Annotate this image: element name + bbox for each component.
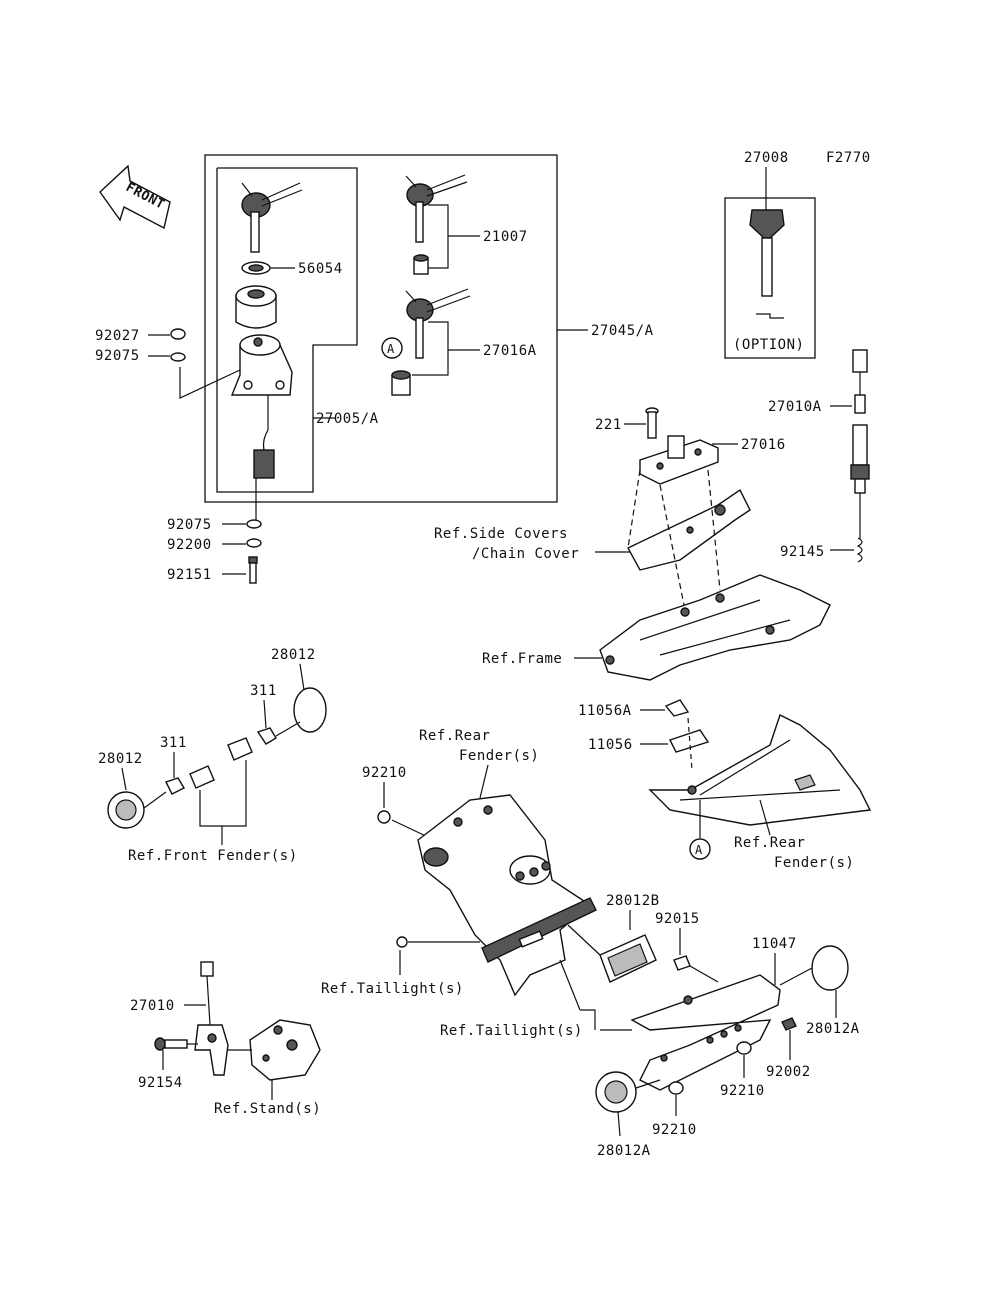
label-92154: 92154	[138, 1075, 183, 1091]
label-28012-b: 28012	[98, 751, 143, 767]
switch-27010A-icon	[850, 349, 870, 494]
bushing-right-icon	[227, 737, 253, 761]
seat-lock-cylinder-icon	[391, 370, 411, 396]
spring-92145-icon	[856, 537, 863, 563]
figure-code: F2770	[826, 150, 871, 166]
reflector-28012B-icon	[599, 934, 657, 983]
nut-311-b-icon	[165, 777, 185, 795]
label-92075-b: 92075	[167, 517, 212, 533]
bushing-left-icon	[189, 765, 215, 789]
frame-icon	[599, 574, 831, 681]
washer-92200-icon	[246, 538, 262, 548]
nut-92015-icon	[673, 955, 691, 971]
label-ref-stand: Ref.Stand(s)	[214, 1101, 321, 1117]
label-28012B: 28012B	[606, 893, 660, 909]
label-92075-a: 92075	[95, 348, 140, 364]
screw-taillight-icon	[396, 936, 408, 948]
assembly-box-27005	[216, 167, 358, 493]
label-221: 221	[595, 417, 622, 433]
bracket-11047-icon	[630, 974, 781, 1091]
label-27005: 27005/A	[316, 411, 379, 427]
label-92002: 92002	[766, 1064, 811, 1080]
label-27010A: 27010A	[768, 399, 822, 415]
option-label: (OPTION)	[733, 337, 804, 353]
label-27010: 27010	[130, 998, 175, 1014]
bolt-92154-icon	[154, 1037, 188, 1051]
nut-311-a-icon	[256, 727, 277, 745]
washer-92075-a-icon	[170, 352, 186, 362]
label-28012A-bottom: 28012A	[597, 1143, 651, 1159]
label-92210-c: 92210	[652, 1122, 697, 1138]
nut-92210-a-icon	[377, 810, 391, 824]
label-27016A: 27016A	[483, 343, 537, 359]
label-ref-rear-fender-2a: Ref.Rear	[734, 835, 805, 851]
rear-fender-right-icon	[648, 714, 872, 826]
label-ref-front-fender: Ref.Front Fender(s)	[128, 848, 298, 864]
bracket-11056A-icon	[664, 699, 690, 717]
rear-fender-center-icon	[417, 794, 597, 997]
label-27016: 27016	[741, 437, 786, 453]
label-ref-rear-fender-1b: Fender(s)	[459, 748, 539, 764]
nut-92210-b-icon	[736, 1041, 752, 1055]
key-cylinder-icon	[413, 254, 429, 275]
label-ref-taillight-1: Ref.Taillight(s)	[321, 981, 464, 997]
nut-92210-c-icon	[668, 1081, 684, 1095]
callout-a-bottom	[689, 838, 711, 860]
side-stand-switch-icon	[194, 961, 229, 1076]
screw-221-icon	[645, 407, 659, 439]
callout-a-bottom-label: A	[695, 843, 703, 857]
seat-lock-27016-icon	[639, 435, 719, 485]
optional-key-icon	[749, 209, 785, 297]
reflector-28012A-right-icon	[811, 945, 849, 991]
label-ref-frame: Ref.Frame	[482, 651, 562, 667]
label-ref-side-covers: Ref.Side Covers	[434, 526, 568, 542]
label-92210-a: 92210	[362, 765, 407, 781]
key-27016A-icon	[405, 288, 471, 359]
lock-cylinder-cover-icon	[235, 285, 277, 329]
label-28012-a: 28012	[271, 647, 316, 663]
label-11047: 11047	[752, 936, 797, 952]
label-92145: 92145	[780, 544, 825, 560]
label-27008: 27008	[744, 150, 789, 166]
ignition-key-icon	[241, 182, 303, 253]
bracket-11056-icon	[669, 729, 710, 753]
assembly-box-27045	[204, 154, 558, 503]
key-blank-21007-icon	[405, 174, 468, 243]
label-11056: 11056	[588, 737, 633, 753]
label-28012A-right: 28012A	[806, 1021, 860, 1037]
label-311-b: 311	[160, 735, 187, 751]
label-92210-b: 92210	[720, 1083, 765, 1099]
label-92015: 92015	[655, 911, 700, 927]
label-11056A: 11056A	[578, 703, 632, 719]
label-56054: 56054	[298, 261, 343, 277]
ignition-switch-icon	[230, 334, 293, 479]
label-ref-rear-fender-1a: Ref.Rear	[419, 728, 490, 744]
reflector-28012-a-icon	[293, 687, 327, 733]
option-box	[724, 197, 816, 359]
label-21007: 21007	[483, 229, 528, 245]
front-arrow-icon: FRONT	[99, 164, 171, 230]
label-92200: 92200	[167, 537, 212, 553]
washer-92075-b-icon	[246, 519, 262, 529]
screw-92002-icon	[781, 1017, 797, 1031]
washer-56054-icon	[241, 261, 271, 275]
label-92027: 92027	[95, 328, 140, 344]
label-27045: 27045/A	[591, 323, 654, 339]
key-cut-icon	[756, 313, 784, 319]
label-ref-rear-fender-2b: Fender(s)	[774, 855, 854, 871]
cap-92027-icon	[170, 328, 186, 340]
side-cover-bracket-icon	[627, 488, 751, 571]
callout-a-top	[381, 337, 403, 359]
label-311-a: 311	[250, 683, 277, 699]
label-ref-taillight-2: Ref.Taillight(s)	[440, 1023, 583, 1039]
bolt-92151-icon	[248, 556, 258, 584]
stand-bracket-icon	[249, 1019, 321, 1081]
label-chain-cover: /Chain Cover	[472, 546, 579, 562]
callout-a-top-label: A	[387, 342, 395, 356]
label-92151: 92151	[167, 567, 212, 583]
